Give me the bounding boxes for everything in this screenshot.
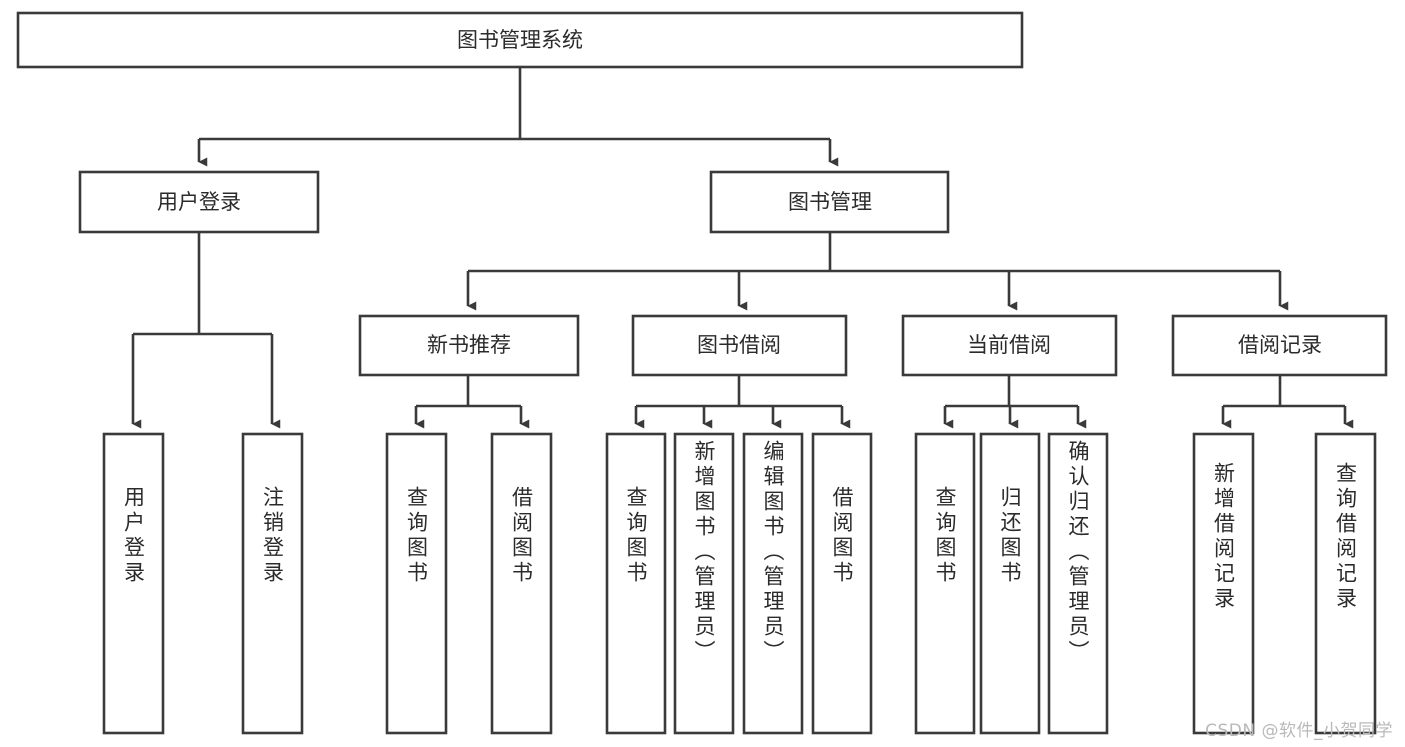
leaf-box-book-borrow-0[interactable] [605,432,667,735]
csdn-watermark: CSDN @软件_小贺同学 [1205,721,1393,741]
node-user-login-label: 用户登录 [157,190,241,214]
connector-borrowrecord-to-leaves [1221,375,1354,429]
connector-bookborrow-to-leaves [634,375,851,429]
node-new-book-recommend-label: 新书推荐 [427,333,511,357]
leaf-box-borrow-record-0[interactable] [1192,432,1255,735]
node-borrow-record-label: 借阅记录 [1238,333,1322,357]
node-user-login[interactable]: 用户登录 [78,170,320,234]
leaf-box-current-borrow-0[interactable] [914,432,976,735]
leaf-box-book-borrow-3[interactable] [811,432,873,735]
leaf-box-current-borrow-2[interactable] [1047,432,1109,735]
node-book-management[interactable]: 图书管理 [709,170,950,234]
connector-currentborrow-to-leaves [943,375,1087,429]
node-book-borrow[interactable]: 图书借阅 [631,314,848,377]
leaf-box-book-borrow-1[interactable] [673,432,735,735]
node-root-label: 图书管理系统 [457,28,583,52]
leaf-box-new-book-0[interactable] [385,432,448,735]
node-current-borrow-label: 当前借阅 [967,333,1051,357]
leaf-box-current-borrow-1[interactable] [979,432,1041,735]
leaf-box-user-login-1[interactable] [241,432,304,735]
leaf-box-borrow-record-1[interactable] [1314,432,1377,735]
node-current-borrow[interactable]: 当前借阅 [901,314,1118,377]
leaf-box-new-book-1[interactable] [490,432,553,735]
connector-root-to-level2 [197,67,839,167]
node-new-book-recommend[interactable]: 新书推荐 [358,314,580,377]
node-borrow-record[interactable]: 借阅记录 [1171,314,1388,377]
connector-userlogin-to-leaves [131,232,281,429]
connector-newbook-to-leaves [414,375,530,429]
leaf-box-book-borrow-2[interactable] [742,432,804,735]
connector-bookmgmt-to-level3 [466,232,1289,311]
node-book-management-label: 图书管理 [788,190,872,214]
node-book-borrow-label: 图书借阅 [697,333,781,357]
node-root[interactable]: 图书管理系统 [16,11,1024,69]
leaf-box-user-login-0[interactable] [102,432,165,735]
